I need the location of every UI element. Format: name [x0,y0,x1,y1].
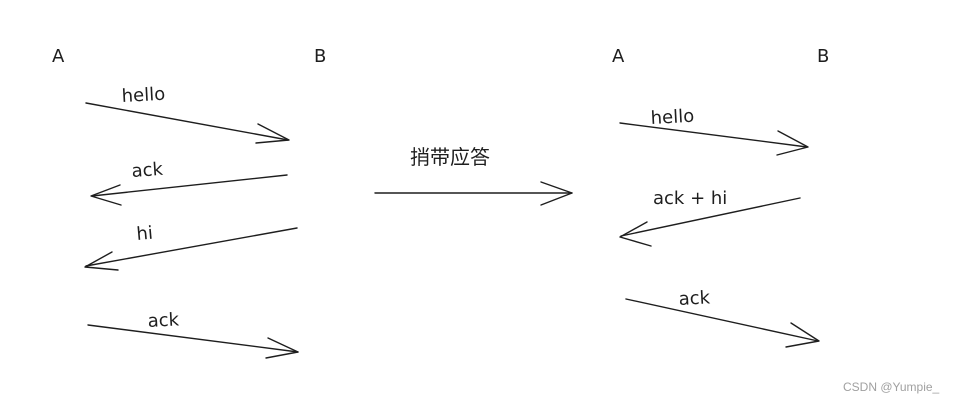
middle-label: 捎带应答 [410,145,490,169]
left-msg-hi-label: hi [136,223,154,245]
right-msg-ack-hi-label: ack + hi [653,188,727,209]
right-arrow-ack-hi [619,197,801,247]
left-msg-ack-label: ack [131,159,164,182]
left-arrow-hello [85,102,290,144]
right-msg-hello-label: hello [650,106,695,129]
left-msg-ack2-label: ack [147,309,180,332]
left-arrow-ack2 [87,324,299,359]
left-msg-hello-label: hello [121,84,166,107]
right-msg-ack-label: ack [678,287,711,310]
right-party-b-label: B [817,46,829,67]
right-arrow-ack [625,298,820,348]
left-party-b-label: B [314,46,326,67]
left-arrow-hi [84,227,298,271]
middle-arrow [374,181,573,206]
left-arrow-ack [90,174,288,206]
left-party-a-label: A [52,46,65,67]
right-party-a-label: A [612,46,625,67]
right-arrow-hello [619,122,809,156]
watermark: CSDN @Yumpie_ [843,380,940,394]
